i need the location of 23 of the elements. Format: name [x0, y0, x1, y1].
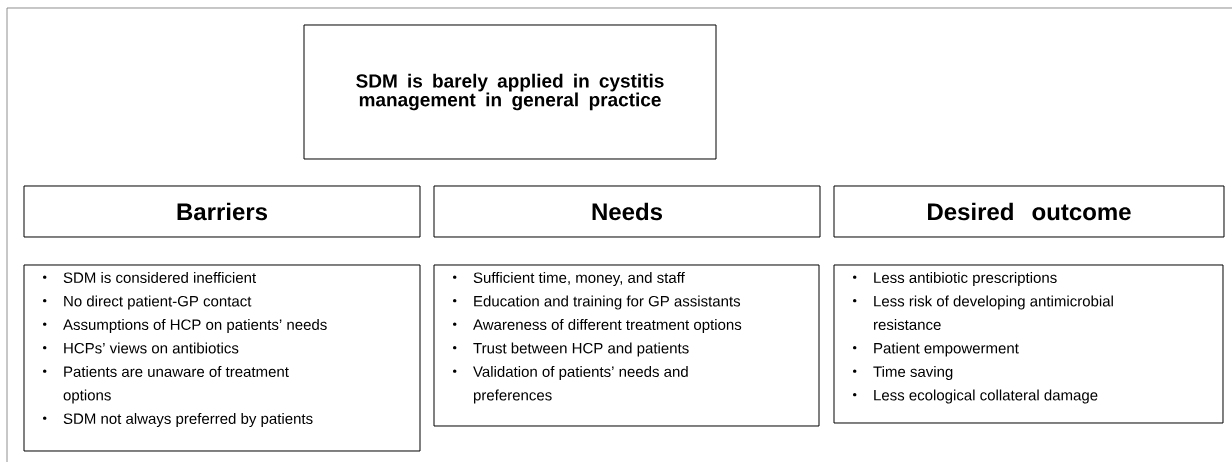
- list-item: Awareness of different treatment options: [453, 319, 742, 333]
- heading-box: Barriers: [23, 185, 421, 238]
- heading-box: Needs: [433, 185, 821, 238]
- list-box: [833, 264, 1224, 424]
- title-box: SDM is barely applied in cystitis management in general practice: [303, 24, 717, 160]
- list-item: Less ecological collateral damage: [853, 389, 1098, 404]
- list-item: Less risk of developing antimicrobial resistance: [853, 295, 1113, 330]
- list-item: Sufficient time, money, and staff: [453, 272, 685, 286]
- list-item: No direct patient-GP contact: [43, 295, 252, 310]
- list-item: Trust between HCP and patients: [453, 342, 689, 357]
- list-item: Validation of patients’ needs and preferences: [453, 366, 688, 404]
- list-item: Time saving: [853, 366, 953, 380]
- list-item: Assumptions of HCP on patients’ needs: [43, 319, 327, 333]
- list-item: SDM is considered inefficient: [43, 272, 257, 283]
- list-item: SDM not always preferred by patients: [43, 413, 313, 427]
- list-item: Less antibiotic prescriptions: [853, 272, 1057, 286]
- list-item: HCPs’ views on antibiotics: [43, 342, 239, 354]
- list-item: Patients are unaware of treatment options: [43, 366, 289, 404]
- list-item: Patient empowerment: [853, 342, 1019, 357]
- list-item: Education and training for GP assistants: [453, 295, 741, 310]
- heading-box: Desired outcome: [833, 185, 1225, 238]
- list-box: [23, 264, 421, 452]
- list-box: [433, 264, 820, 427]
